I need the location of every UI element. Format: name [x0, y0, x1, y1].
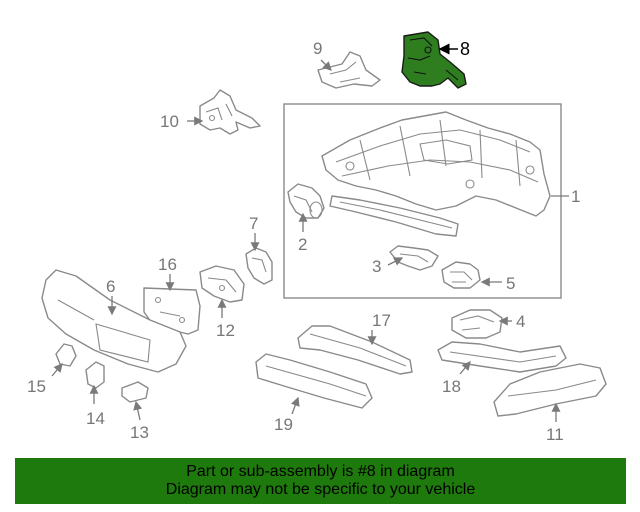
- part-4-track-cover[interactable]: [451, 309, 503, 339]
- callout-1[interactable]: 1: [571, 187, 580, 206]
- part-3-bracket[interactable]: [389, 245, 439, 271]
- part-12-bracket[interactable]: [199, 265, 245, 303]
- part-1-seat-frame-assembly[interactable]: [321, 111, 551, 237]
- callout-9[interactable]: 9: [313, 39, 322, 58]
- leader-15: [51, 363, 63, 377]
- callout-15[interactable]: 15: [27, 377, 46, 396]
- info-banner: Part or sub-assembly is #8 in diagram Di…: [15, 458, 626, 504]
- part-2-motor[interactable]: [287, 183, 325, 219]
- callout-10[interactable]: 10: [160, 112, 179, 131]
- callout-4[interactable]: 4: [516, 312, 525, 331]
- callout-2[interactable]: 2: [298, 235, 307, 254]
- part-7-bracket[interactable]: [245, 247, 273, 285]
- callout-14[interactable]: 14: [86, 409, 105, 428]
- part-15-knob[interactable]: [55, 343, 77, 367]
- part-17-seat-track[interactable]: [297, 325, 413, 375]
- callout-17[interactable]: 17: [372, 311, 391, 330]
- callout-7[interactable]: 7: [249, 214, 258, 233]
- part-6-seat-side-shield[interactable]: [41, 269, 187, 373]
- callout-5[interactable]: 5: [506, 274, 515, 293]
- part-19-seat-track[interactable]: [255, 353, 373, 409]
- part-8-highlighted-bracket[interactable]: [401, 31, 467, 89]
- callout-11[interactable]: 11: [546, 425, 564, 444]
- banner-line-part-info: Part or sub-assembly is #8 in diagram: [186, 463, 455, 480]
- banner-line-disclaimer: Diagram may not be specific to your vehi…: [165, 481, 476, 498]
- leader-13: [133, 400, 143, 421]
- callout-13[interactable]: 13: [130, 423, 149, 442]
- leader-19: [291, 396, 300, 415]
- part-13-button[interactable]: [121, 381, 149, 403]
- leader-9: [320, 59, 332, 71]
- part-10-bracket[interactable]: [199, 89, 261, 135]
- part-11-seat-track[interactable]: [493, 363, 607, 417]
- callout-19[interactable]: 19: [274, 415, 293, 434]
- assembly-frame-box: [283, 103, 562, 299]
- callout-12[interactable]: 12: [216, 321, 235, 340]
- part-18-seat-track[interactable]: [437, 341, 567, 373]
- part-14-lever[interactable]: [85, 361, 105, 389]
- callout-8[interactable]: 8: [460, 39, 470, 59]
- callout-18[interactable]: 18: [442, 377, 461, 396]
- leader-3: [387, 257, 404, 266]
- callout-6[interactable]: 6: [106, 277, 115, 296]
- callout-3[interactable]: 3: [372, 257, 381, 276]
- callout-16[interactable]: 16: [158, 255, 177, 274]
- part-5-bracket[interactable]: [441, 261, 481, 289]
- leader-18: [459, 361, 471, 375]
- part-9-bracket[interactable]: [317, 51, 381, 89]
